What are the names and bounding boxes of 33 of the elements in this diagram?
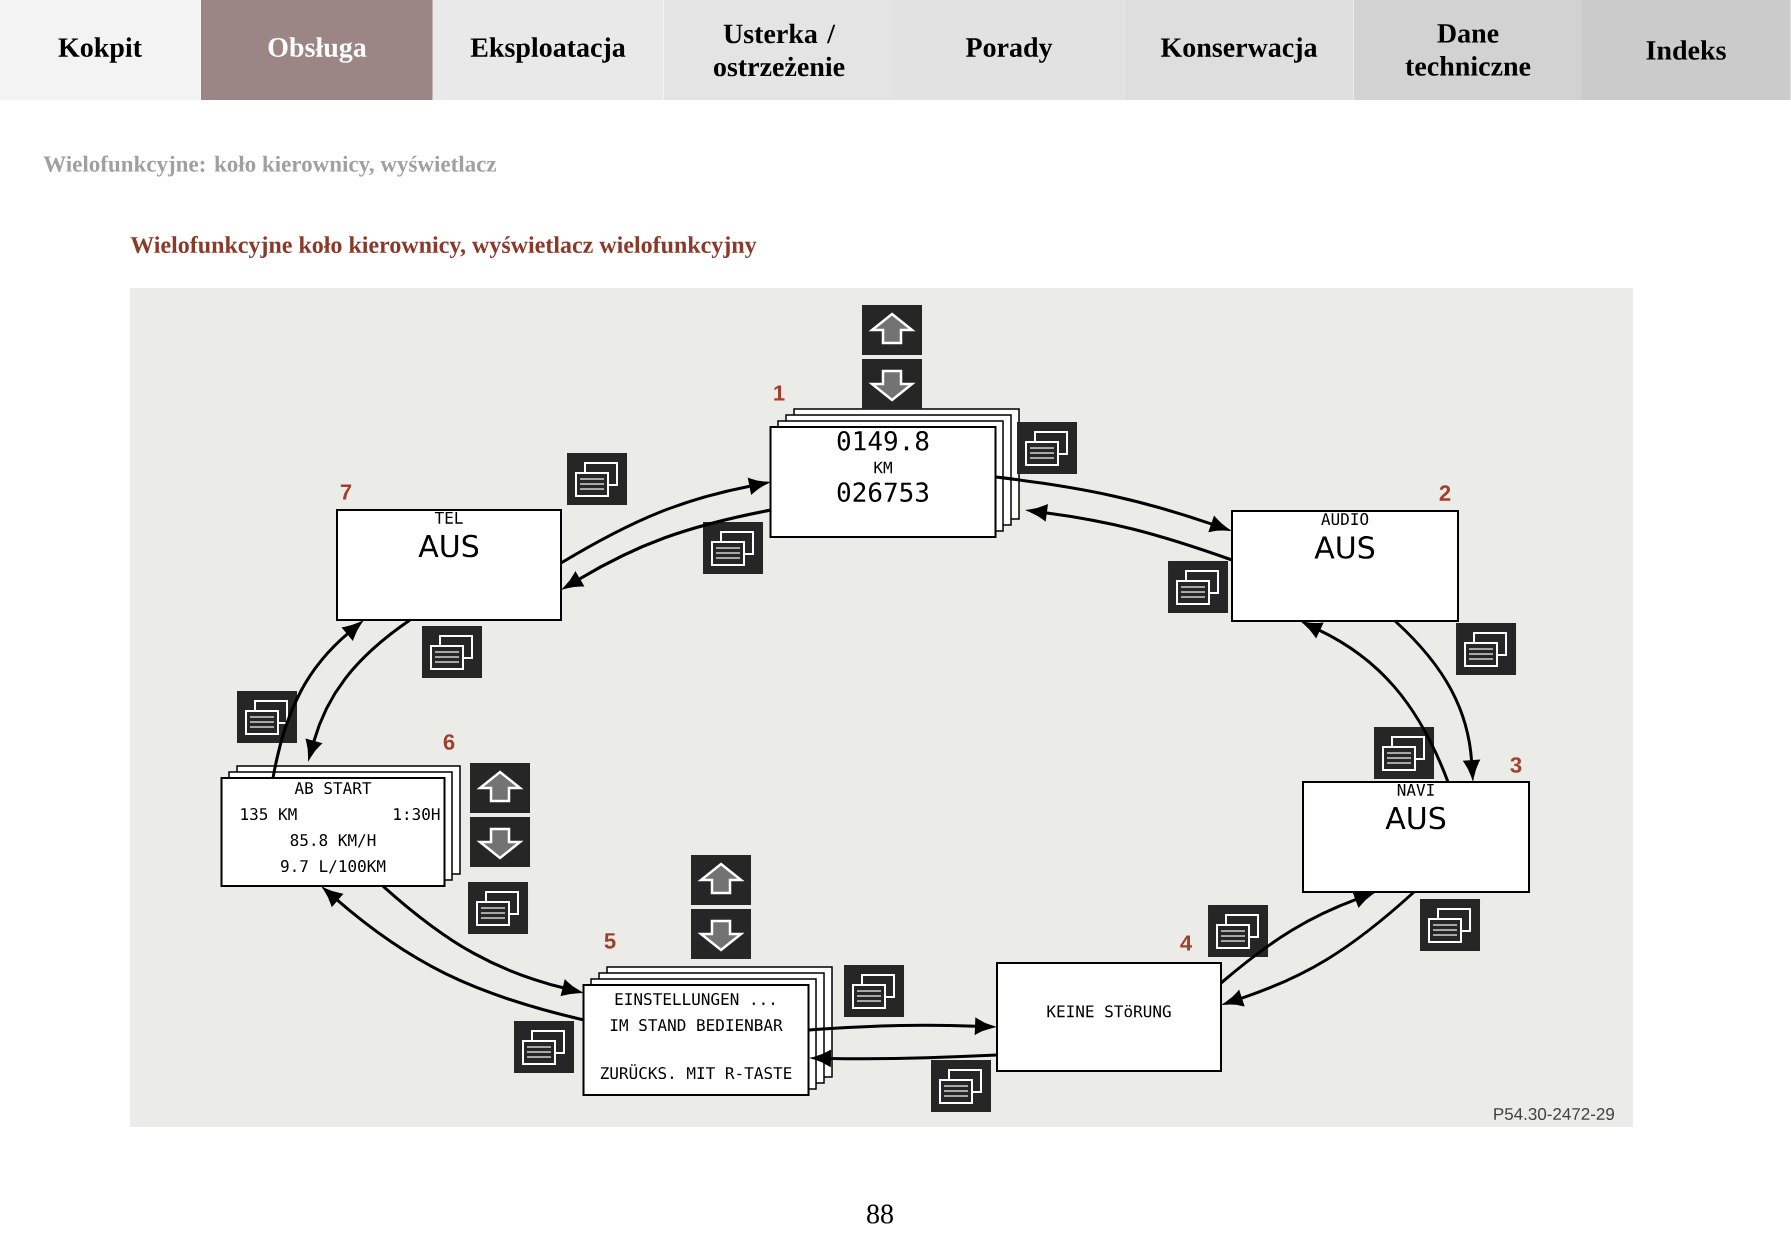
node-label: Usterka / ostrzeżenie — [714, 23, 845, 77]
display-box: TEL AUS — [336, 509, 562, 621]
display-box: 0149.8 KM 026753 — [769, 426, 997, 538]
display-box: AUDIO AUS — [1231, 510, 1459, 622]
display-box: AB START 135 KM 1:30H 85.8 KM/H 9.7 L/100KM — [220, 777, 446, 887]
callout-number: 5 — [604, 933, 616, 949]
callout-number: 7 — [340, 484, 352, 500]
callout-number: 2 — [1439, 485, 1451, 501]
node-label: Eksploatacja — [470, 37, 626, 63]
node-label: Konserwacja — [1160, 37, 1318, 63]
callout-number: 3 — [1510, 757, 1522, 773]
figure-code: P54.30-2472-29 — [1494, 1108, 1614, 1121]
arrow — [808, 1018, 993, 1035]
display-box: KEINE STöRUNG — [996, 962, 1222, 1072]
arrow — [1224, 890, 1415, 1006]
menu-tab: Dane techniczne — [1354, 0, 1582, 100]
node-label: Porady — [965, 37, 1053, 63]
menu-tab: Indeks — [1581, 0, 1791, 100]
menu-tab: Obsługa — [201, 0, 433, 100]
display-box: NAVI AUS — [1302, 781, 1530, 893]
arrow — [1220, 891, 1373, 985]
section-heading: Wielofunkcyjne: koło kierownicy, wyświetlacz — [43, 155, 497, 177]
menu-tab: Kokpit — [0, 0, 201, 100]
menu-tab: Usterka / ostrzeżenie — [664, 0, 894, 100]
callout-number: 1 — [774, 385, 785, 401]
menu-tab: Eksploatacja — [432, 0, 664, 100]
menu-tab: Porady — [893, 0, 1125, 100]
page-number: 88 — [867, 1204, 893, 1224]
display-box: EINSTELLUNGEN ... IM STAND BEDIENBAR ZURÜCKS. MIT R-TASTE — [582, 984, 810, 1096]
callout-number: 6 — [443, 734, 455, 750]
page-title: Wielofunkcyjne koło kierownicy, wyświetlacz wielofunkcyjny — [130, 235, 757, 259]
menu-tab: Konserwacja — [1124, 0, 1354, 100]
callout-number: 4 — [1180, 935, 1192, 951]
